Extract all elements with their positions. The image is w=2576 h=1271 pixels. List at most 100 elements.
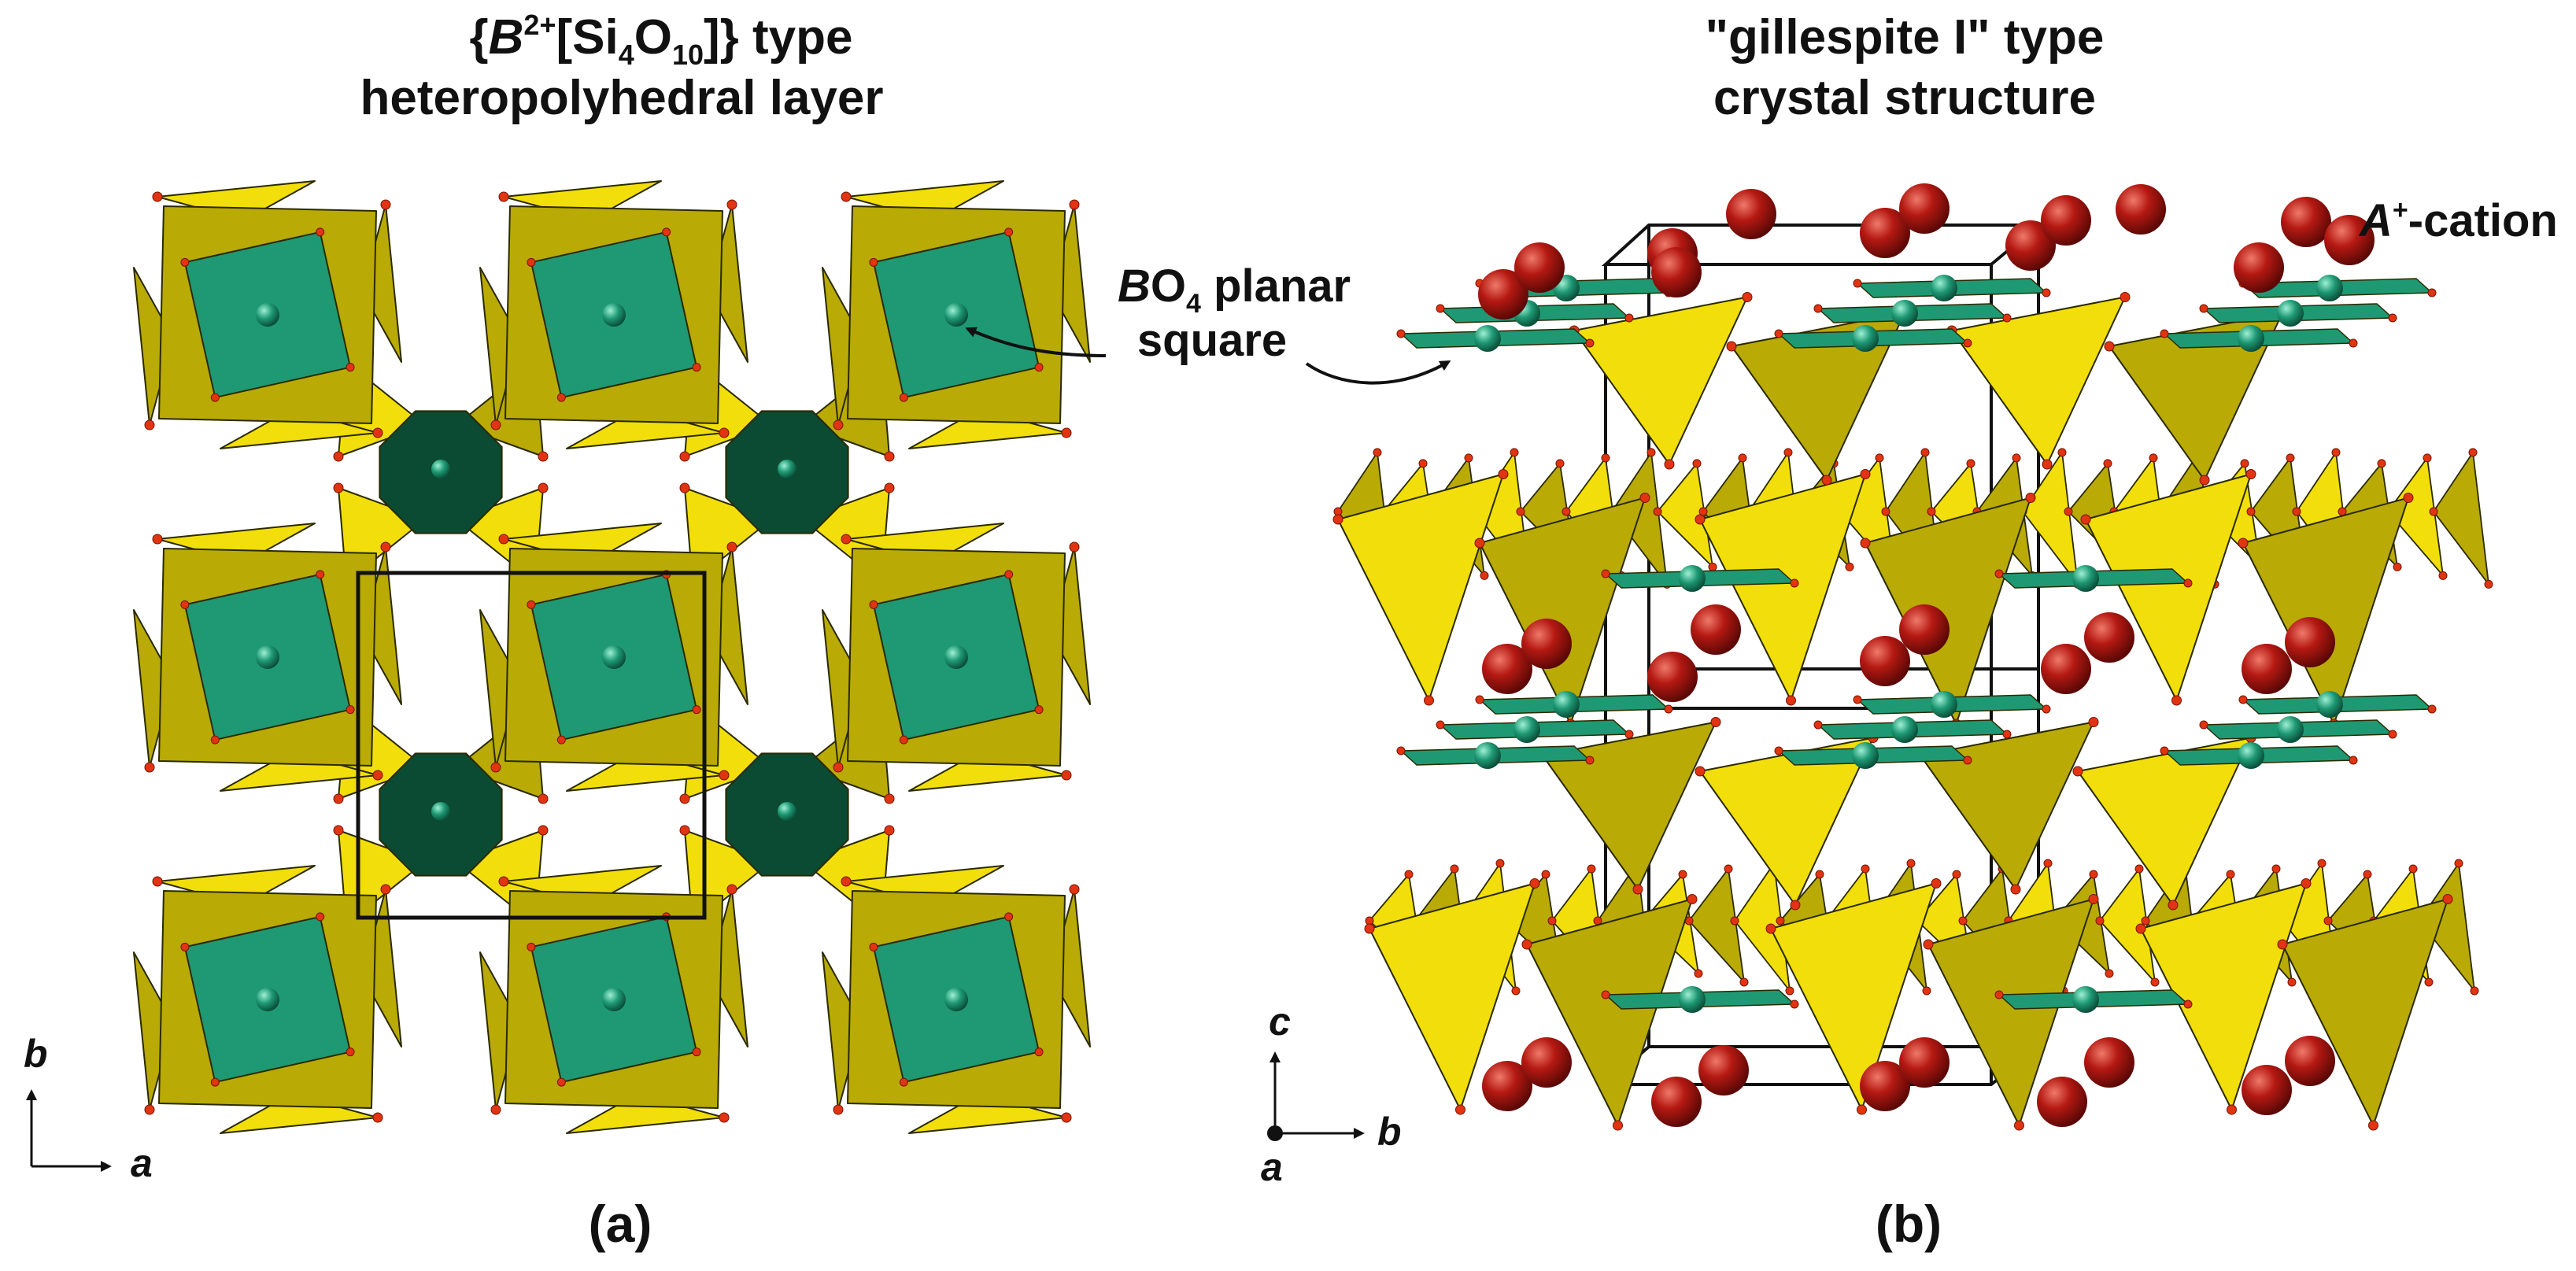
- oxygen-atom: [1601, 569, 1610, 578]
- square-unit: [479, 523, 748, 792]
- oxygen-atom: [2120, 292, 2131, 302]
- a-cation-atom: [1899, 1037, 1950, 1088]
- oxygen-atom: [2427, 288, 2437, 297]
- oxygen-atom: [2470, 986, 2479, 996]
- oxygen-atom: [1958, 916, 1968, 926]
- oxygen-atom: [1765, 923, 1776, 934]
- oxygen-atom: [1475, 695, 1484, 704]
- oxygen-atom: [1726, 341, 1737, 352]
- oxygen-atom: [2002, 313, 2012, 323]
- oxygen-atom: [2199, 475, 2210, 486]
- oxygen-atom: [1966, 459, 1975, 468]
- oxygen-atom: [538, 793, 549, 804]
- a-cation-atom: [2281, 197, 2331, 247]
- oxygen-atom: [1738, 453, 1747, 463]
- oxygen-atom: [2160, 329, 2169, 338]
- oxygen-atom: [372, 770, 383, 781]
- oxygen-atom: [346, 363, 355, 372]
- a-cation-atom: [1698, 1045, 1749, 1095]
- bo4-arrow-b: [1305, 360, 1451, 385]
- oxygen-atom: [380, 884, 391, 895]
- square-unit: [479, 180, 748, 449]
- tetrahedron: [2419, 863, 2475, 992]
- oxygen-atom: [899, 1077, 908, 1087]
- oxygen-atom: [833, 419, 844, 430]
- oxygen-atom: [2286, 453, 2295, 463]
- oxygen-atom: [2183, 999, 2193, 1009]
- oxygen-atom: [1646, 448, 1656, 457]
- oxygen-atom: [1632, 884, 1643, 895]
- oxygen-atom: [1069, 199, 1080, 210]
- b-cation-atom: [256, 645, 279, 669]
- b-cation-atom: [1852, 325, 1879, 352]
- tetrahedron: [1770, 882, 1937, 1110]
- axis-a-label-b: a: [1261, 1145, 1283, 1189]
- oxygen-atom: [1396, 746, 1406, 756]
- oxygen-atom: [1613, 1120, 1623, 1131]
- cation-atom: [431, 460, 450, 478]
- oxygen-atom: [210, 393, 220, 402]
- oxygen-atom: [1516, 507, 1525, 516]
- oxygen-atom: [2388, 313, 2397, 323]
- oxygen-atom: [2238, 695, 2248, 704]
- oxygen-atom: [1510, 448, 1519, 457]
- a-cation-atom: [2116, 184, 2166, 235]
- oxygen-atom: [1783, 448, 1793, 457]
- oxygen-atom: [1923, 939, 1934, 950]
- oxygen-atom: [2388, 730, 2397, 739]
- bo4-label: BO4 planar: [1118, 260, 1351, 319]
- cation-atom: [431, 802, 450, 821]
- oxygen-atom: [144, 419, 155, 430]
- axis-indicator-a: b a: [24, 1032, 153, 1185]
- oxygen-atom: [841, 876, 852, 887]
- unit-cell-a: [356, 571, 707, 920]
- oxygen-atom: [1881, 507, 1890, 516]
- oxygen-atom: [1601, 990, 1610, 999]
- oxygen-atom: [1678, 870, 1687, 879]
- oxygen-atom: [2427, 704, 2437, 714]
- oxygen-atom: [2363, 870, 2372, 879]
- oxygen-atom: [1332, 514, 1343, 525]
- oxygen-atom: [2424, 977, 2434, 987]
- oxygen-atom: [2012, 453, 2021, 463]
- tetrahedron: [1951, 296, 2126, 465]
- panel-a-label: (a): [589, 1195, 652, 1253]
- oxygen-atom: [1624, 730, 1634, 739]
- square-unit: [133, 865, 402, 1134]
- oxygen-atom: [2010, 884, 2021, 895]
- oxygen-atom: [1639, 493, 1650, 503]
- panel-b-label: (b): [1876, 1195, 1942, 1253]
- tetrahedron: [2108, 312, 2283, 481]
- oxygen-atom: [1963, 756, 1972, 765]
- panel-b-title-line2: crystal structure: [1713, 71, 2096, 125]
- oxygen-atom: [2088, 717, 2099, 727]
- oxygen-atom: [333, 451, 344, 462]
- oxygen-atom: [2105, 969, 2114, 978]
- a-cation-atom: [2041, 195, 2091, 246]
- oxygen-atom: [210, 735, 220, 744]
- oxygen-atom: [2454, 859, 2463, 868]
- oxygen-atom: [316, 570, 325, 579]
- oxygen-atom: [1708, 562, 1717, 571]
- oxygen-atom: [538, 825, 549, 836]
- oxygen-atom: [692, 705, 701, 715]
- oxygen-atom: [1692, 459, 1702, 468]
- oxygen-atom: [2240, 459, 2249, 468]
- oxygen-atom: [679, 825, 690, 836]
- bo4-annotation: BO4 planar square: [965, 260, 1451, 385]
- oxygen-atom: [1474, 538, 1485, 549]
- b-cation-atom: [1474, 325, 1501, 352]
- axis-indicator-b: c b a: [1261, 999, 1402, 1189]
- a-cation-atom: [1478, 269, 1528, 320]
- oxygen-atom: [2368, 1120, 2378, 1131]
- oxygen-atom: [1963, 338, 1972, 348]
- oxygen-atom: [1455, 1104, 1465, 1115]
- a-cation-atom: [1860, 208, 1910, 258]
- oxygen-atom: [2199, 720, 2208, 730]
- square-unit: [822, 523, 1091, 792]
- oxygen-atom: [841, 191, 852, 202]
- oxygen-atom: [1790, 578, 1799, 588]
- oxygen-atom: [2135, 923, 2146, 934]
- oxygen-atom: [1004, 912, 1014, 922]
- tetrahedron: [1920, 721, 2094, 890]
